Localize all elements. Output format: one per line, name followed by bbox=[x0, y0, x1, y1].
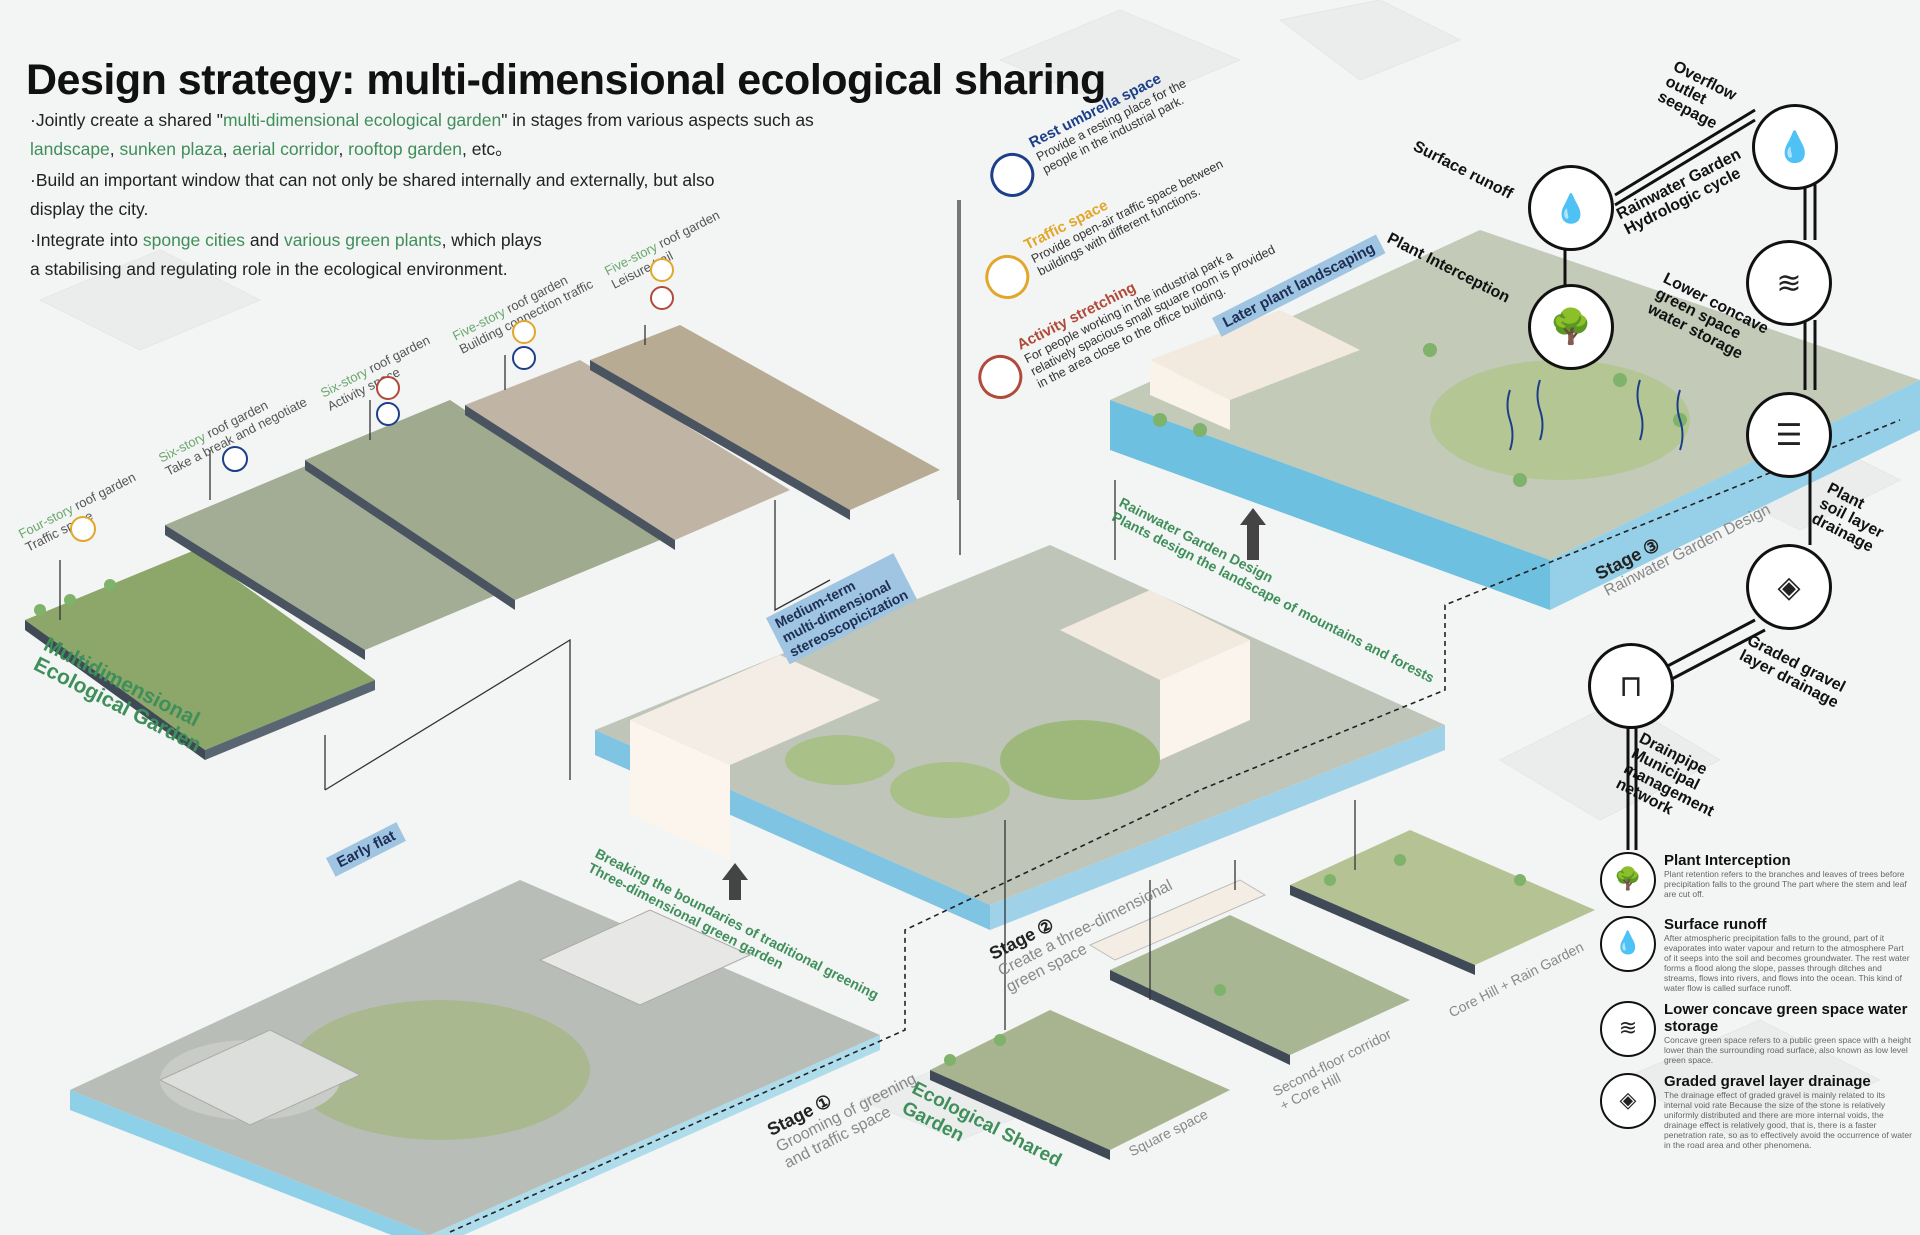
caption-title: Surface runoff bbox=[1664, 916, 1767, 933]
caption-item: ≋ Lower concave green space water storag… bbox=[1600, 1001, 1912, 1065]
page-title: Design strategy: multi-dimensional ecolo… bbox=[26, 56, 1106, 104]
traffic-icon bbox=[512, 320, 536, 344]
intro-text-segment: and bbox=[245, 230, 284, 250]
intro-highlight: rooftop garden bbox=[348, 139, 463, 159]
plant-interception-icon: 🌳 bbox=[1528, 284, 1614, 370]
intro-text-segment: , which plays a stabilising and regulati… bbox=[30, 230, 542, 279]
intro-paragraph-3: ·Integrate into sponge cities and variou… bbox=[30, 226, 550, 284]
rooftop-strips bbox=[25, 325, 940, 760]
caption-text: The drainage effect of graded gravel is … bbox=[1664, 1090, 1912, 1150]
traffic-icon bbox=[650, 258, 674, 282]
caption-text: After atmospheric precipitation falls to… bbox=[1664, 933, 1910, 993]
surface-runoff-icon: 💧 bbox=[1600, 916, 1656, 972]
caption-text: Plant retention refers to the branches a… bbox=[1664, 869, 1907, 899]
stage2-slab bbox=[595, 545, 1445, 930]
caption-text: Concave green space refers to a public g… bbox=[1664, 1035, 1912, 1065]
activity-icon bbox=[376, 376, 400, 400]
intro-text-segment: , bbox=[109, 139, 120, 159]
caption-title: Graded gravel layer drainage bbox=[1664, 1073, 1871, 1090]
gravel-icon: ◈ bbox=[1746, 544, 1832, 630]
surface-runoff-icon: 💧 bbox=[1528, 165, 1614, 251]
activity-icon bbox=[650, 286, 674, 310]
intro-highlight: sunken plaza bbox=[119, 139, 223, 159]
intro-text-segment: , etc。 bbox=[462, 139, 513, 159]
intro-highlight: landscape bbox=[30, 139, 110, 159]
module-squares bbox=[930, 830, 1595, 1160]
gravel-icon: ◈ bbox=[1600, 1073, 1656, 1129]
intro-highlight: multi-dimensional ecological garden bbox=[222, 110, 502, 130]
rest-icon bbox=[376, 402, 400, 426]
rest-icon bbox=[512, 346, 536, 370]
intro-highlight: various green plants bbox=[283, 230, 442, 250]
traffic-icon bbox=[70, 516, 96, 542]
dashed-guides bbox=[449, 419, 1901, 1233]
lower-concave-icon: ≋ bbox=[1600, 1001, 1656, 1057]
intro-paragraph-2: ·Build an important window that can not … bbox=[30, 170, 715, 219]
intro-text-segment: " in stages from various aspects such as bbox=[501, 110, 814, 130]
intro-paragraph-1: ·Jointly create a shared "multi-dimensio… bbox=[30, 106, 820, 164]
intro-text-segment: ·Integrate into bbox=[30, 230, 143, 250]
intro-highlight: aerial corridor bbox=[232, 139, 339, 159]
intro-text-segment: ·Jointly create a shared " bbox=[30, 110, 223, 130]
intro-text-segment: , bbox=[222, 139, 233, 159]
plant-interception-icon: 🌳 bbox=[1600, 852, 1656, 908]
intro-highlight: sponge cities bbox=[142, 230, 246, 250]
intro-text: ·Jointly create a shared "multi-dimensio… bbox=[30, 106, 820, 286]
overflow-icon: 💧 bbox=[1752, 104, 1838, 190]
trees bbox=[34, 343, 1687, 1066]
caption-title: Plant Interception bbox=[1664, 852, 1791, 869]
rain-arrows bbox=[1506, 379, 1684, 451]
stage1-slab bbox=[70, 880, 880, 1235]
caption-title: Lower concave green space water storage bbox=[1664, 1001, 1908, 1035]
rest-icon bbox=[222, 446, 248, 472]
connector-lines bbox=[59, 200, 1356, 1030]
lower-concave-icon: ≋ bbox=[1746, 240, 1832, 326]
drainpipe-icon: ⊓ bbox=[1588, 643, 1674, 729]
intro-text-segment: , bbox=[338, 139, 349, 159]
soil-layer-icon: ☰ bbox=[1746, 392, 1832, 478]
